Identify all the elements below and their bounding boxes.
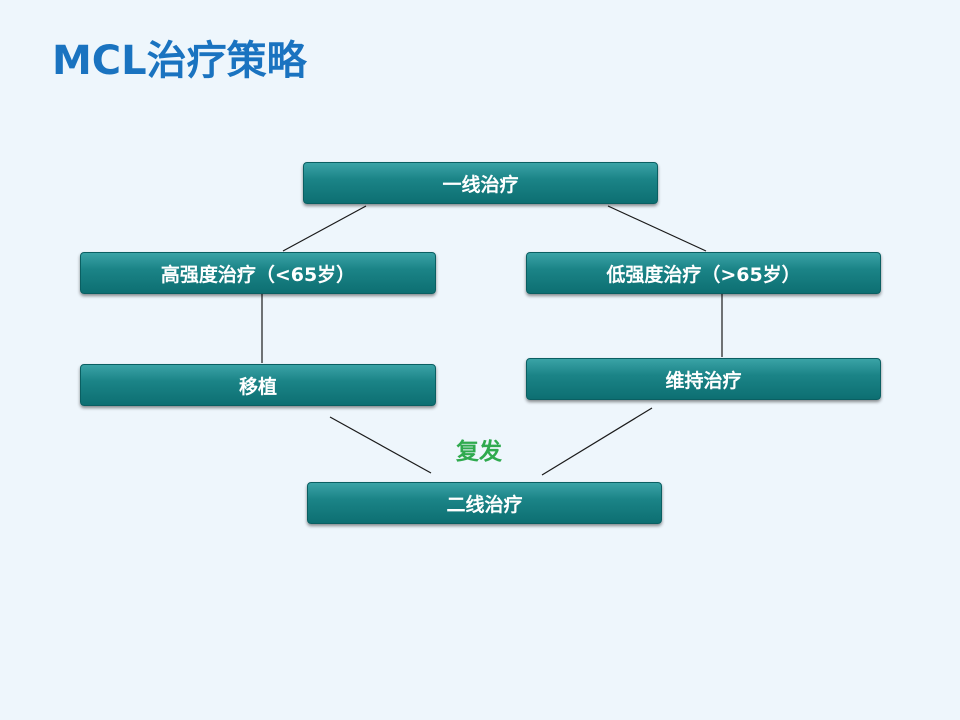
node-second-line: 二线治疗 [307,482,662,524]
node-high-intensity: 高强度治疗（<65岁） [80,252,436,294]
node-first-line: 一线治疗 [303,162,658,204]
node-transplant: 移植 [80,364,436,406]
slide-title: MCL治疗策略 [52,38,307,84]
edge-first-to-high [282,205,367,252]
node-maintenance: 维持治疗 [526,358,881,400]
edge-label-relapse: 复发 [456,439,502,465]
edge-first-to-low [607,205,707,252]
node-low-intensity: 低强度治疗（>65岁） [526,252,881,294]
edge-maintenance-to-second [541,407,653,476]
edge-transplant-to-second [329,416,432,474]
